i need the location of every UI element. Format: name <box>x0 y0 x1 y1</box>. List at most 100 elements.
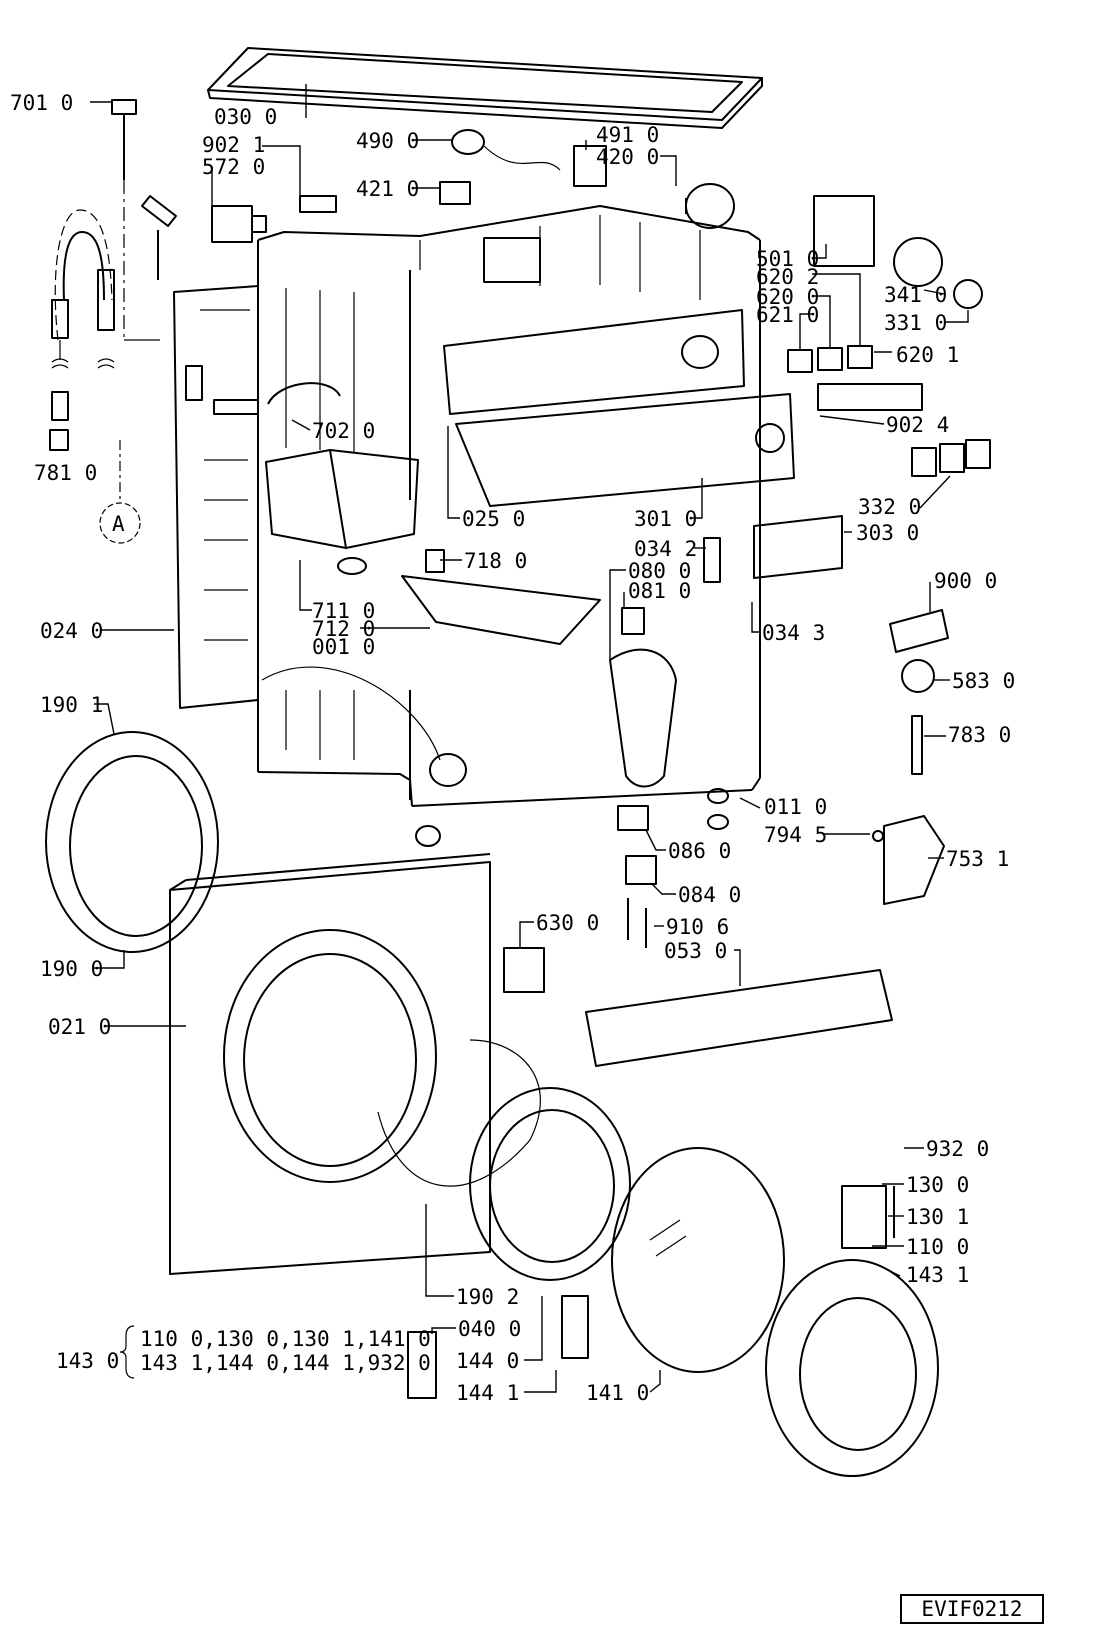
kit-brace <box>119 1325 135 1379</box>
label-086: 086 0 <box>668 839 731 863</box>
label-711: 711 0 <box>312 599 375 623</box>
label-583: 583 0 <box>952 669 1015 693</box>
label-025: 025 0 <box>462 507 525 531</box>
label-572: 572 0 <box>202 155 265 179</box>
label-712: 712 0 <box>312 617 375 641</box>
label-902-1: 902 1 <box>202 133 265 157</box>
filter-part <box>573 145 607 187</box>
connector-part <box>299 195 337 213</box>
label-190-1: 190 1 <box>40 693 103 717</box>
label-081: 081 0 <box>628 579 691 603</box>
door-frame-inner-part <box>469 1087 631 1281</box>
pump-part <box>872 815 945 905</box>
label-084: 084 0 <box>678 883 741 907</box>
label-910: 910 6 <box>666 915 729 939</box>
part-labels: 030 0 701 0 902 1 572 0 490 0 491 0 420 … <box>10 91 1015 1405</box>
timer-part <box>813 195 875 267</box>
label-144-1: 144 1 <box>456 1381 519 1405</box>
label-781: 781 0 <box>34 461 97 485</box>
kit-line-2: 143 1,144 0,144 1,932 0 <box>140 1351 431 1375</box>
label-053: 053 0 <box>664 939 727 963</box>
inlet-hose-part <box>49 99 160 451</box>
label-034-3: 034 3 <box>762 621 825 645</box>
label-718: 718 0 <box>464 549 527 573</box>
label-130-1: 130 1 <box>906 1205 969 1229</box>
drawer-handle-part <box>753 515 843 579</box>
label-024: 024 0 <box>40 619 103 643</box>
label-141: 141 0 <box>586 1381 649 1405</box>
screw-part <box>627 898 647 948</box>
label-702: 702 0 <box>312 419 375 443</box>
label-034-2: 034 2 <box>634 537 697 561</box>
foot-part <box>415 788 729 847</box>
door-gasket-part <box>45 731 219 953</box>
drawer-housing-part <box>265 449 419 575</box>
label-144-0: 144 0 <box>456 1349 519 1373</box>
control-panel-frame-part <box>443 309 745 415</box>
label-030: 030 0 <box>214 105 277 129</box>
dispenser-tray-part <box>401 549 601 645</box>
inlet-valve-part <box>141 195 267 280</box>
capacitor-part <box>439 181 471 205</box>
pressure-switch-part <box>889 609 949 693</box>
door-outer-frame-part <box>765 1259 939 1477</box>
label-303: 303 0 <box>856 521 919 545</box>
door-glass-part <box>611 1147 785 1373</box>
label-332: 332 0 <box>858 495 921 519</box>
label-021: 021 0 <box>48 1015 111 1039</box>
heater-rod-part <box>911 715 923 775</box>
leader-lines <box>90 84 969 1393</box>
door-seal-ring-part <box>609 648 677 788</box>
label-190-0: 190 0 <box>40 957 103 981</box>
label-143-1: 143 1 <box>906 1263 969 1287</box>
label-490: 490 0 <box>356 129 419 153</box>
label-501: 501 0 <box>756 247 819 271</box>
mains-cable-part <box>451 129 561 171</box>
label-932: 932 0 <box>926 1137 989 1161</box>
label-900: 900 0 <box>934 569 997 593</box>
label-420: 420 0 <box>596 145 659 169</box>
label-491: 491 0 <box>596 123 659 147</box>
thermostat-part <box>621 607 645 635</box>
control-panel-part <box>455 393 795 507</box>
diagram-code: EVIF0212 <box>900 1594 1044 1624</box>
front-panel-part <box>169 853 541 1275</box>
label-621: 621 0 <box>756 303 819 327</box>
hinge-clip-part <box>703 537 721 583</box>
label-110: 110 0 <box>906 1235 969 1259</box>
drawer-pipe-part <box>267 382 341 405</box>
detail-a-callout: A <box>99 440 141 544</box>
top-lid-part <box>207 47 763 129</box>
label-001: 001 0 <box>312 635 375 659</box>
kit-label: 143 0 <box>56 1349 119 1373</box>
label-753: 753 1 <box>946 847 1009 871</box>
plinth-part <box>585 969 893 1067</box>
label-331: 331 0 <box>884 311 947 335</box>
back-panel-part <box>173 285 259 709</box>
label-130-0: 130 0 <box>906 1173 969 1197</box>
label-794: 794 5 <box>764 823 827 847</box>
detail-marker-a: A <box>112 512 125 536</box>
label-080: 080 0 <box>628 559 691 583</box>
door-hinge-part <box>407 1295 589 1399</box>
kit-line-1: 110 0,130 0,130 1,141 0 <box>140 1327 431 1351</box>
label-011: 011 0 <box>764 795 827 819</box>
label-190-2: 190 2 <box>456 1285 519 1309</box>
label-902-4: 902 4 <box>886 413 949 437</box>
label-301: 301 0 <box>634 507 697 531</box>
door-handle-part <box>841 1185 895 1249</box>
strap-part <box>617 805 657 885</box>
label-620-2: 620 2 <box>756 265 819 289</box>
label-341: 341 0 <box>884 283 947 307</box>
label-620-1: 620 1 <box>896 343 959 367</box>
label-701: 701 0 <box>10 91 73 115</box>
button-set-part <box>911 439 991 477</box>
label-783: 783 0 <box>948 723 1011 747</box>
label-620-0: 620 0 <box>756 285 819 309</box>
motor-capacitor-part <box>685 183 735 229</box>
door-lock-part <box>503 947 545 993</box>
label-040: 040 0 <box>458 1317 521 1341</box>
cabinet-body-part <box>257 205 761 807</box>
label-630: 630 0 <box>536 911 599 935</box>
